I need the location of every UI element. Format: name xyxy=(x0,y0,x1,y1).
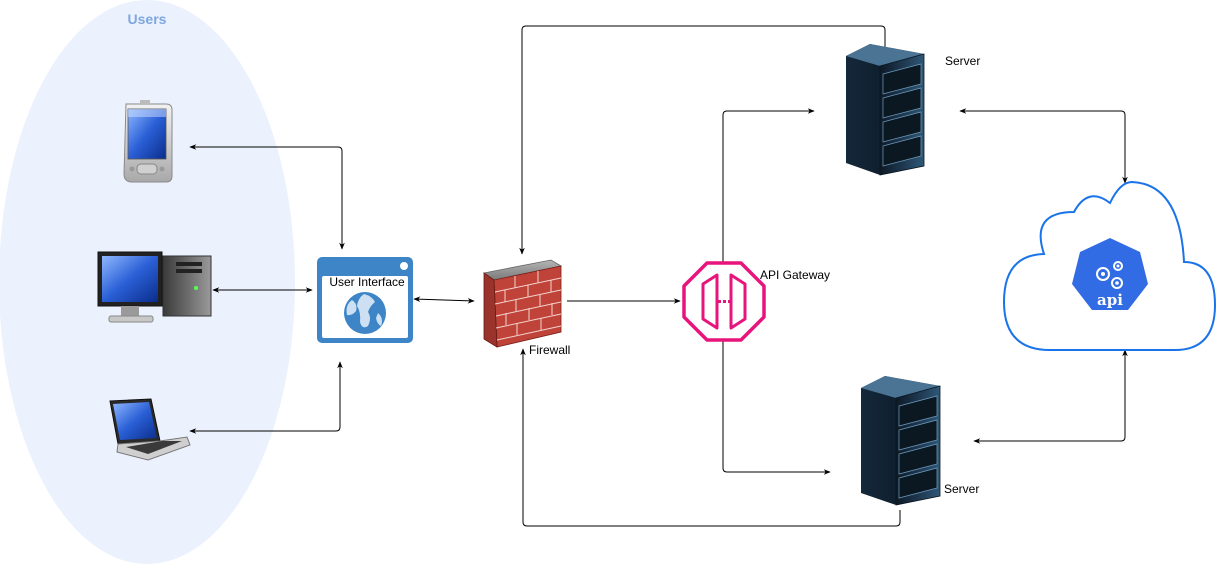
api-cloud-node[interactable]: api xyxy=(1002,180,1217,351)
laptop-icon[interactable] xyxy=(109,398,191,461)
server-rack-icon xyxy=(846,44,925,176)
edge-server-bottom-firewall xyxy=(520,348,901,527)
edge-ui-firewall xyxy=(413,296,475,304)
api-label: api xyxy=(1097,291,1123,309)
desktop-computer-icon[interactable] xyxy=(97,251,212,323)
edge-server-top-api xyxy=(959,108,1128,184)
edge-laptop-ui xyxy=(189,361,343,434)
edge-server-bottom-api xyxy=(973,349,1128,444)
pda-icon[interactable] xyxy=(123,100,173,183)
edge-gateway-server-bottom xyxy=(722,340,831,475)
user-interface-label: User Interface xyxy=(329,275,405,289)
api-gateway-node[interactable]: API Gateway xyxy=(682,261,830,342)
server-top-label: Server xyxy=(945,54,980,68)
kubernetes-api-icon: api xyxy=(1072,238,1148,310)
server-rack-icon xyxy=(861,376,941,506)
browser-globe-icon xyxy=(344,292,386,334)
edge-server-top-firewall xyxy=(519,25,886,255)
edge-gateway-server-top xyxy=(722,108,815,264)
server-bottom-label: Server xyxy=(944,482,979,496)
api-gateway-label: API Gateway xyxy=(760,268,830,282)
edge-mobile-ui xyxy=(189,144,345,250)
users-title: Users xyxy=(128,11,167,27)
firewall-brick-icon[interactable]: Firewall xyxy=(482,259,570,357)
server-top-node[interactable]: Server xyxy=(846,44,980,176)
user-interface-node[interactable]: User Interface xyxy=(317,257,413,343)
connectors xyxy=(189,25,1128,527)
server-bottom-node[interactable]: Server xyxy=(861,376,979,506)
firewall-label: Firewall xyxy=(529,343,570,357)
api-gateway-icon xyxy=(682,261,766,342)
